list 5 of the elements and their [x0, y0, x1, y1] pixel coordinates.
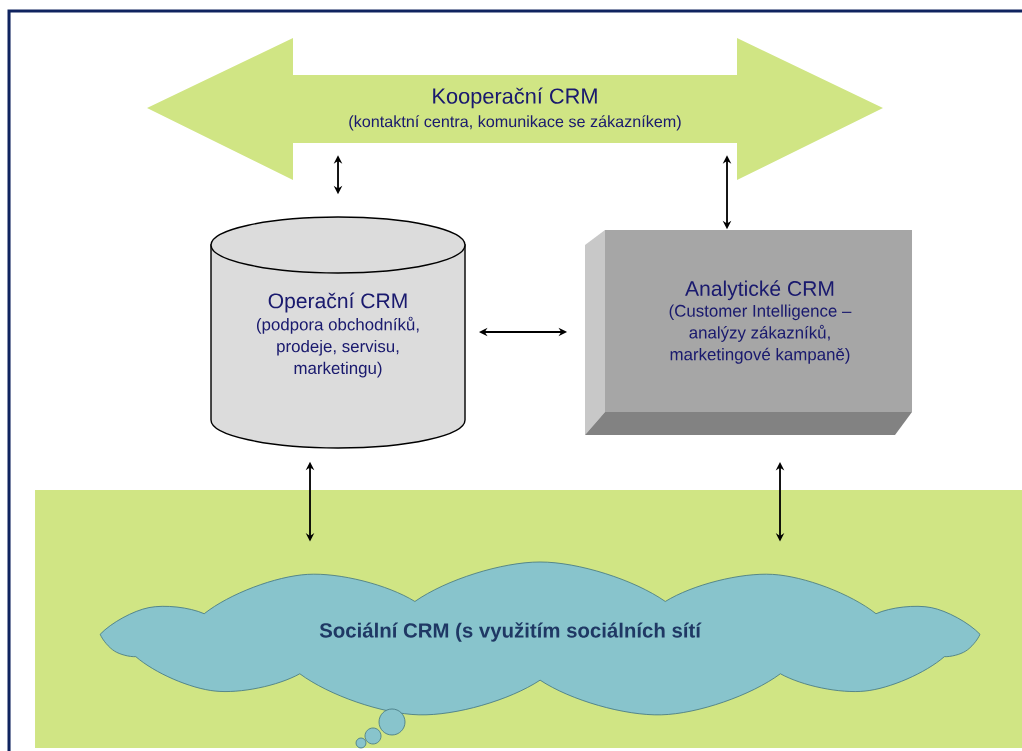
arrow-banner: Kooperační CRM (kontaktní centra, komunikace se zákazníkem) [147, 38, 883, 180]
3d-box: Analytické CRM (Customer Intelligence – analýzy zákazníků, marketingové kampaně) [585, 230, 912, 435]
arrow [479, 327, 567, 337]
cloud: Sociální CRM (s využitím sociálních sítí [99, 561, 981, 749]
cylinder: Operační CRM (podpora obchodníků, prodeje, servisu, marketingu) [210, 216, 466, 449]
